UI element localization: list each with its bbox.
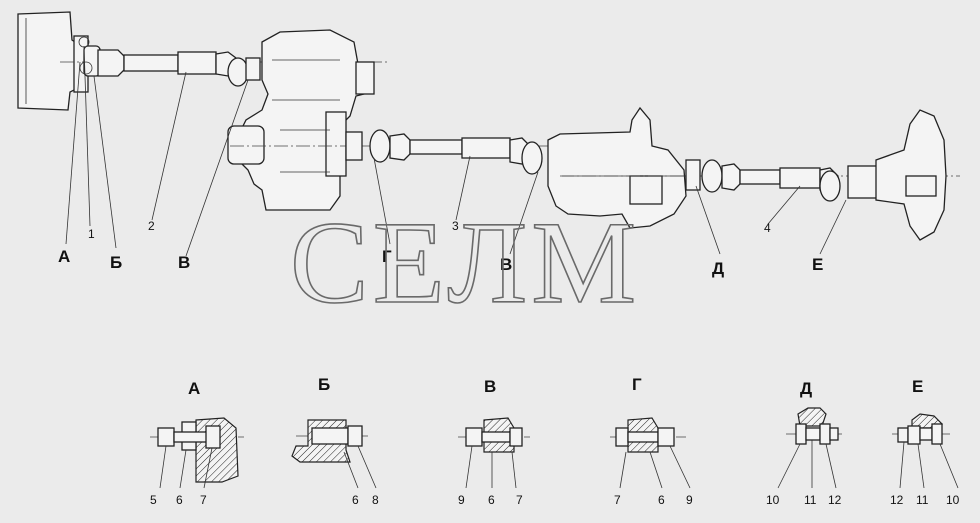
detail-g-num-3: 9 [686,493,693,507]
detail-e-num-1: 12 [890,493,904,507]
detail-b-num-1: 6 [352,493,359,507]
detail-d-num-1: 10 [766,493,780,507]
detail-g: Г 7 6 9 [610,375,693,507]
detail-g-num-1: 7 [614,493,621,507]
leader-lines [65,45,847,257]
detail-d: Д 10 11 12 [766,379,842,507]
detail-v-title: В [484,377,496,396]
part-number-2: 2 [148,219,155,233]
cardan-shaft-4 [685,159,841,202]
detail-v: В 9 6 7 [458,377,530,507]
detail-e-num-2: 11 [916,493,929,507]
detail-a-title: А [188,379,200,398]
callout-v-front: В [178,253,190,272]
cardan-shaft-2 [60,36,390,87]
part-number-4: 4 [764,221,771,235]
callout-a: А [58,247,70,266]
detail-v-num-2: 6 [488,493,495,507]
callout-b: Б [110,253,122,272]
detail-d-title: Д [800,379,812,398]
part-number-1: 1 [88,227,95,241]
detail-g-num-2: 6 [658,493,665,507]
callout-g: Г [382,247,392,266]
callout-e: Е [812,255,823,274]
rear-axle-housing [847,109,947,241]
detail-b: Б 6 8 [291,375,379,507]
detail-a-num-1: 5 [150,493,157,507]
detail-b-title: Б [318,375,330,394]
detail-e: Е 12 11 10 [890,377,960,507]
watermark-text: СЕЛМ [290,197,640,328]
detail-g-title: Г [632,375,642,394]
cardan-shaft-3 [345,129,543,175]
callout-v-rear: В [500,255,512,274]
detail-d-num-2: 11 [804,493,817,507]
main-assembly-view: А Б В Г В Д Е 1 2 3 4 [17,11,960,278]
transfer-case [227,29,560,211]
detail-e-title: Е [912,377,923,396]
detail-b-num-2: 8 [372,493,379,507]
part-number-3: 3 [452,219,459,233]
detail-v-num-1: 9 [458,493,465,507]
detail-a-num-3: 7 [200,493,207,507]
detail-v-num-3: 7 [516,493,523,507]
detail-a: А 5 6 7 [150,379,244,507]
detail-e-num-3: 10 [946,493,960,507]
detail-a-num-2: 6 [176,493,183,507]
callout-d: Д [712,259,724,278]
detail-d-num-3: 12 [828,493,842,507]
